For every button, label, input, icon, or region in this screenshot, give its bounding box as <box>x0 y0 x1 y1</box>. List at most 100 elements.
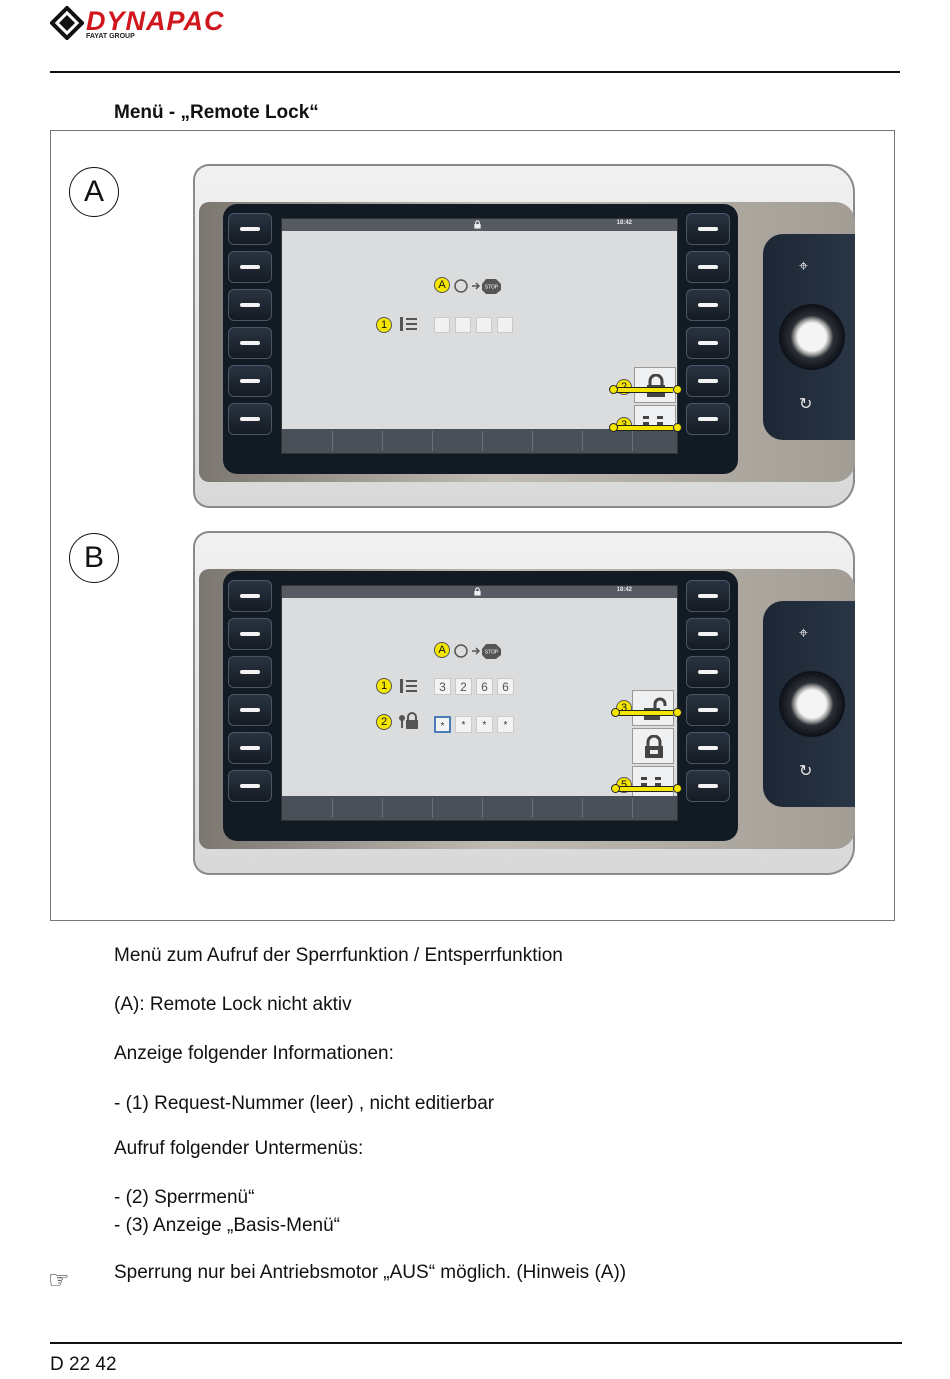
unlock-icon <box>644 697 667 720</box>
left-softkey-2[interactable] <box>228 618 272 650</box>
bottom-bar <box>282 429 677 453</box>
leader-dot <box>609 423 618 432</box>
request-digit: 3 <box>434 678 451 695</box>
leader-dot <box>611 784 620 793</box>
leader-dot <box>611 708 620 717</box>
rotate-icon[interactable]: ↻ <box>799 763 813 780</box>
brand-subtitle: FAYAT GROUP <box>86 33 135 40</box>
leader-dot <box>673 385 682 394</box>
info-heading: Anzeige folgender Informationen: <box>114 1043 394 1064</box>
svg-text:STOP: STOP <box>485 285 499 291</box>
left-softkey-6[interactable] <box>228 403 272 435</box>
request-digit: 6 <box>497 678 514 695</box>
request-digit: 6 <box>476 678 493 695</box>
footer-rule <box>50 1342 902 1344</box>
display-panel-a: 18:42 A STOP 1 2 3 <box>193 164 855 508</box>
leader-dot <box>609 385 618 394</box>
status-line: (A): Remote Lock nicht aktiv <box>114 994 352 1015</box>
status-bar: 18:42 <box>282 586 677 598</box>
lock-icon <box>647 374 665 397</box>
right-softkeys <box>681 213 731 465</box>
description-line: Menü zum Aufruf der Sperrfunktion / Ents… <box>114 945 563 966</box>
note-text: Sperrung nur bei Antriebsmotor „AUS“ mög… <box>114 1262 627 1283</box>
rotary-knob[interactable] <box>779 304 845 370</box>
leader-line-3 <box>613 425 673 431</box>
code-input[interactable]: * <box>497 716 514 733</box>
dynapac-logo: DYNAPAC FAYAT GROUP <box>50 6 310 42</box>
screen-bezel: 18:42 A STOP 1 3 2 6 6 2 * * * <box>223 571 738 841</box>
right-softkey-6[interactable] <box>686 770 730 802</box>
code-input[interactable]: * <box>455 716 472 733</box>
rotate-icon[interactable]: ↻ <box>799 396 813 413</box>
engine-stop-icon: STOP <box>454 279 501 294</box>
right-softkey-6[interactable] <box>686 403 730 435</box>
callout-1: 1 <box>376 678 392 694</box>
left-softkey-3[interactable] <box>228 656 272 688</box>
leader-line-3 <box>615 710 673 716</box>
right-softkey-5[interactable] <box>686 365 730 397</box>
right-softkey-3[interactable] <box>686 289 730 321</box>
left-softkeys <box>223 580 273 832</box>
clock: 18:42 <box>616 587 632 593</box>
request-digit-box <box>434 317 450 333</box>
callout-hint: A <box>434 277 450 293</box>
left-softkey-1[interactable] <box>228 213 272 245</box>
left-softkey-2[interactable] <box>228 251 272 283</box>
leader-dot <box>673 423 682 432</box>
left-softkey-5[interactable] <box>228 365 272 397</box>
pointing-hand-icon: ☞ <box>48 1267 70 1294</box>
lock-icon <box>645 735 663 758</box>
dynapac-logo-icon <box>50 6 84 40</box>
rotary-knob[interactable] <box>779 671 845 737</box>
right-softkey-1[interactable] <box>686 213 730 245</box>
svg-text:STOP: STOP <box>485 650 499 656</box>
left-softkey-3[interactable] <box>228 289 272 321</box>
list-icon <box>400 679 417 693</box>
right-softkey-1[interactable] <box>686 580 730 612</box>
left-softkey-4[interactable] <box>228 327 272 359</box>
header-rule <box>50 71 900 73</box>
info-item-1: - (1) Request-Nummer (leer) , nicht edit… <box>114 1093 495 1114</box>
leader-line-2 <box>613 387 673 393</box>
request-digit-box <box>455 317 471 333</box>
lock-menu-softkey[interactable] <box>634 367 676 403</box>
leader-dot <box>673 708 682 717</box>
screen-bezel: 18:42 A STOP 1 2 3 <box>223 204 738 474</box>
right-softkey-4[interactable] <box>686 694 730 726</box>
right-softkey-2[interactable] <box>686 618 730 650</box>
left-softkey-6[interactable] <box>228 770 272 802</box>
left-softkey-1[interactable] <box>228 580 272 612</box>
brand-name: DYNAPAC <box>86 6 225 36</box>
control-knob-panel: ⌖ ↻ <box>763 601 855 807</box>
right-softkey-4[interactable] <box>686 327 730 359</box>
panel-letter-b: B <box>69 533 119 583</box>
lock-softkey[interactable] <box>632 728 674 764</box>
list-icon <box>400 317 417 331</box>
right-softkey-2[interactable] <box>686 251 730 283</box>
right-softkey-5[interactable] <box>686 732 730 764</box>
clock: 18:42 <box>616 220 632 226</box>
left-softkey-5[interactable] <box>228 732 272 764</box>
right-softkey-3[interactable] <box>686 656 730 688</box>
submenu-item-3: - (3) Anzeige „Basis-Menü“ <box>114 1215 340 1236</box>
engine-stop-icon: STOP <box>454 644 501 659</box>
left-softkey-4[interactable] <box>228 694 272 726</box>
code-input[interactable]: * <box>476 716 493 733</box>
status-bar: 18:42 <box>282 219 677 231</box>
callout-1: 1 <box>376 317 392 333</box>
screen: 18:42 A STOP 1 2 3 <box>281 218 678 454</box>
display-panel-b: 18:42 A STOP 1 3 2 6 6 2 * * * <box>193 531 855 875</box>
reset-icon[interactable]: ⌖ <box>799 258 809 275</box>
document-code: D 22 42 <box>50 1354 117 1375</box>
callout-hint: A <box>434 642 450 658</box>
right-softkeys <box>681 580 731 832</box>
leader-dot <box>673 784 682 793</box>
control-knob-panel: ⌖ ↻ <box>763 234 855 440</box>
submenu-item-2: - (2) Sperrmenü“ <box>114 1187 255 1208</box>
code-input-active[interactable]: * <box>434 716 451 733</box>
request-digit-box <box>476 317 492 333</box>
unlock-softkey[interactable] <box>632 690 674 726</box>
key-lock-icon <box>399 712 418 729</box>
screen: 18:42 A STOP 1 3 2 6 6 2 * * * <box>281 585 678 821</box>
reset-icon[interactable]: ⌖ <box>799 625 809 642</box>
